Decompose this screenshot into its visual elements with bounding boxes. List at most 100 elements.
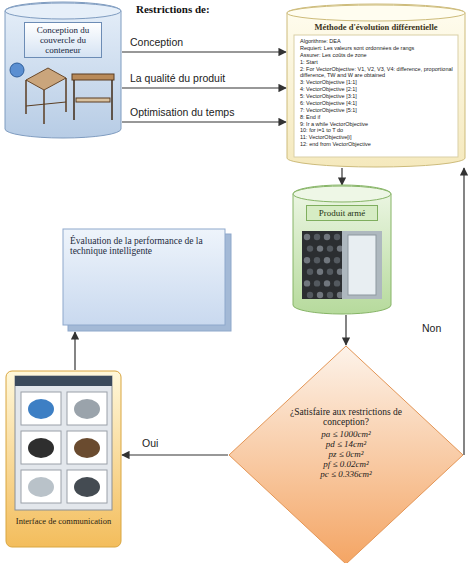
node-text: Assurer: Les coûts de zone: [298, 52, 454, 59]
thumb-image: [28, 477, 54, 497]
flow-arrow: [122, 51, 286, 52]
node-text: 8: End if: [298, 114, 454, 121]
thumb-image: [28, 399, 54, 419]
text-area: Conception du couvercle du conteneur: [24, 22, 102, 58]
node-title: Évaluation de la performance de la techn…: [70, 236, 210, 256]
node-text: 4: VectorObjective [2:1]: [298, 86, 454, 93]
node-text: pd ≤ 14cm²: [287, 439, 405, 449]
node-title: ¿Satisfaire aux restrictions de concepti…: [287, 407, 405, 427]
cylinder-top: [5, 3, 121, 19]
text-area: ¿Satisfaire aux restrictions de concepti…: [287, 407, 405, 479]
node-title: Méthode d'évolution différentielle: [298, 22, 454, 32]
node-text: 1: Start: [298, 59, 454, 66]
algorithm-panel: [294, 35, 458, 157]
node-text: pa ≤ 1000cm²: [287, 429, 405, 439]
photo-grain: [307, 292, 313, 298]
screenshot-thumb: [21, 392, 61, 425]
photo-dark: [302, 231, 342, 299]
text-area: Évaluation de la performance de la techn…: [70, 236, 210, 256]
photo-glass: [348, 235, 376, 295]
edge-label: Non: [420, 322, 443, 334]
photo-disc: [10, 63, 24, 77]
flow-arrow: [341, 168, 342, 185]
photo-grain: [304, 280, 310, 286]
cylinder-top: [287, 5, 465, 21]
edge-label: Conception: [128, 36, 185, 48]
box-outline: [6, 371, 121, 547]
photo-grain: [314, 280, 320, 286]
text-area: Interface de communication: [10, 516, 117, 526]
node-title: Conception du couvercle du conteneur: [28, 25, 98, 55]
node-text: 9: Ir a while VectorObjective: [298, 121, 454, 128]
edge-label: La qualité du produit: [128, 72, 227, 84]
interface-box: Interface de communication: [5, 370, 122, 548]
screenshot-thumb: [21, 431, 61, 464]
photo-grain: [314, 234, 320, 240]
node-text: 5: VectorObjective [3:1]: [298, 93, 454, 100]
screenshot-thumb: [67, 431, 107, 464]
desk-leg: [73, 80, 75, 120]
flow-arrow: [122, 121, 286, 122]
method-cylinder: Méthode d'évolution différentielleAlgori…: [286, 4, 466, 168]
design-cylinder: Conception du couvercle du conteneur: [4, 2, 122, 139]
edge-label: Oui: [140, 437, 160, 449]
flow-arrow: [74, 332, 75, 370]
screenshot-thumb: [21, 470, 61, 503]
node-text: Algorithme: DEA: [298, 38, 454, 45]
photo-grain: [307, 245, 313, 251]
table-top: [26, 68, 66, 90]
screenshot-bar: [15, 376, 112, 386]
product-cylinder: Produit armé: [292, 185, 392, 315]
photo-grain: [304, 234, 310, 240]
node-title: Produit armé: [310, 208, 374, 218]
flow-arrow: [345, 315, 346, 345]
flow-arrow: [122, 454, 228, 455]
photo-grain: [314, 257, 320, 263]
node-text: 6: VectorObjective [4:1]: [298, 100, 454, 107]
photo-grain: [327, 292, 333, 298]
cylinder-body: [5, 2, 121, 138]
cylinder-body: [293, 185, 391, 314]
node-text: pf ≤ 0.02cm²: [287, 459, 405, 469]
table-leg: [43, 90, 45, 124]
photo-grain: [327, 245, 333, 251]
thumb-image: [28, 438, 54, 458]
screenshot-thumb: [67, 392, 107, 425]
desk-leg: [111, 80, 113, 120]
photo-grain: [304, 257, 310, 263]
photo-grain: [324, 280, 330, 286]
photo-grain: [324, 234, 330, 240]
photo-grain: [317, 269, 323, 275]
photo-grain: [334, 234, 340, 240]
flow-arrow: [122, 87, 286, 88]
screenshot-panel: [15, 376, 112, 510]
text-area: Produit armé: [306, 205, 378, 221]
diamond-outline: [229, 346, 463, 563]
decision-diamond: ¿Satisfaire aux restrictions de concepti…: [228, 345, 464, 563]
evaluation-box: Évaluation de la performance de la techn…: [62, 228, 232, 332]
node-text: pc ≤ 0.336cm²: [287, 469, 405, 479]
edge-label: Optimisation du temps: [128, 106, 236, 118]
thumb-image: [74, 477, 100, 497]
thumb-image: [74, 438, 100, 458]
node-text: 3: VectorObjective [1:1]: [298, 79, 454, 86]
photo-grain: [334, 257, 340, 263]
node-title: Interface de communication: [10, 516, 117, 526]
node-text: 11: VectorObjective[i]: [298, 134, 454, 141]
node-text: 2: For VectorObjective: V1, V2, V3, V4: …: [298, 66, 454, 80]
desk-shelf: [76, 98, 110, 102]
desk-top: [72, 74, 114, 80]
photo-grain: [327, 269, 333, 275]
text-area: Méthode d'évolution différentielleAlgori…: [298, 22, 454, 148]
screenshot-thumb: [67, 470, 107, 503]
photo-grain: [317, 245, 323, 251]
photo-grain: [334, 280, 340, 286]
table-leg: [65, 78, 67, 112]
cylinder-top: [293, 186, 391, 202]
thumb-image: [74, 399, 100, 419]
photo-light: [342, 231, 382, 299]
table-leg: [25, 80, 27, 114]
photo-grain: [324, 257, 330, 263]
